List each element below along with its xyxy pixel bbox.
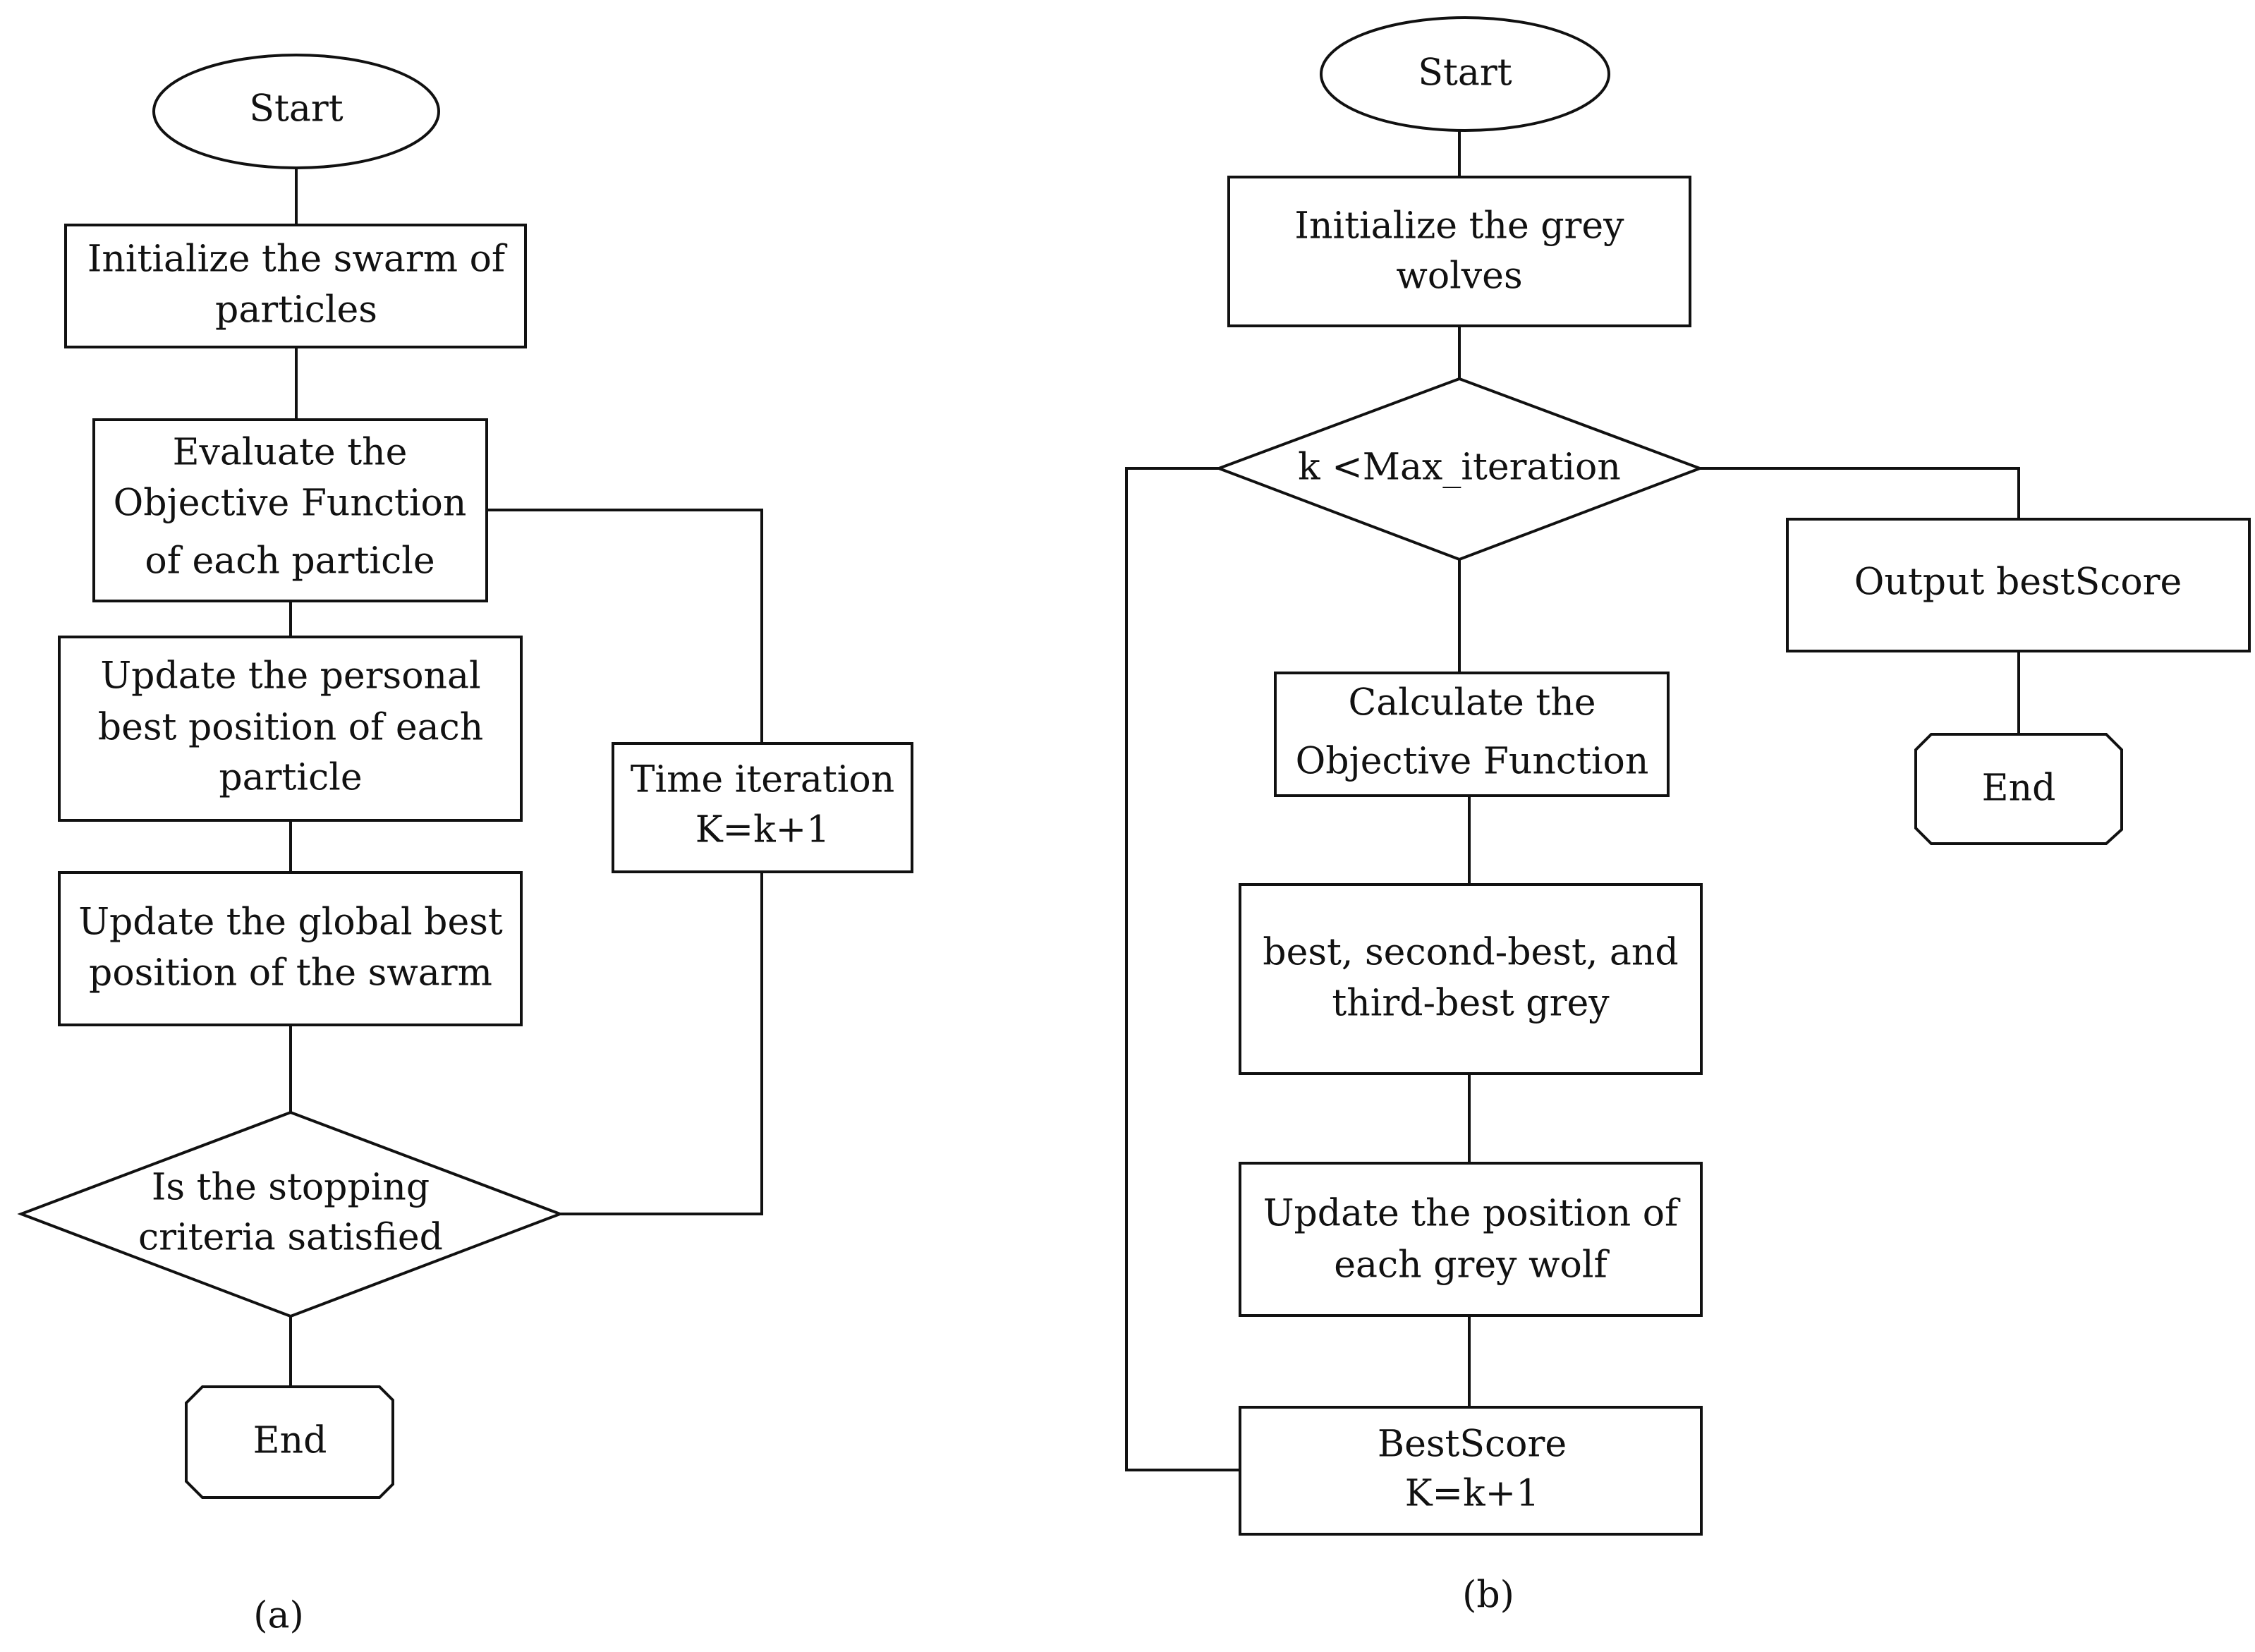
bestscore-line-2: K=k+1 [1405,1473,1540,1515]
update-line-2: each grey wolf [1334,1244,1610,1287]
personal-best-line-3: particle [219,757,362,799]
end-node-a: End [185,1385,394,1499]
decision-a-line-1: Is the stopping [152,1167,430,1209]
evaluate-line-1: Evaluate the [173,432,408,474]
loop-a-decision-to-iteration [560,872,763,1215]
evaluate-objective-box: Evaluate the Objective Function of each … [92,418,488,602]
panel-b: Start Initialize the grey wolves k <Max_… [1125,16,2251,1617]
ranking-line-1: best, second-best, and [1263,932,1678,974]
max-iteration-decision: k <Max_iteration [1215,377,1704,561]
init-wolves-line-2: wolves [1396,255,1522,298]
caption-b: (b) [1462,1574,1514,1617]
start-node-b: Start [1320,16,1610,132]
branch-b-condition-to-output [1700,467,2020,519]
end-node-b: End [1914,733,2123,845]
ranking-line-2: third-best grey [1332,983,1610,1025]
global-best-line-2: position of the swarm [89,952,492,995]
init-wolves-box: Initialize the grey wolves [1227,176,1691,327]
init-swarm-line-2: particles [215,289,377,332]
time-iteration-box: Time iteration K=k+1 [612,742,913,873]
best-wolves-box: best, second-best, and third-best grey [1239,883,1703,1075]
start-label-a: Start [249,88,343,130]
start-node-a: Start [152,54,440,169]
bestscore-box: BestScore K=k+1 [1239,1406,1703,1536]
update-line-1: Update the position of [1263,1193,1681,1235]
init-wolves-line-1: Initialize the grey [1294,205,1624,248]
init-swarm-line-1: Initialize the swarm of [87,238,508,281]
global-best-line-1: Update the global best [78,901,503,944]
end-label-b: End [1982,767,2056,810]
update-position-box: Update the position of each grey wolf [1239,1162,1703,1317]
end-label-a: End [253,1420,327,1462]
time-iteration-line-2: K=k+1 [695,809,830,851]
calculate-line-1: Calculate the [1348,682,1595,724]
output-label: Output bestScore [1854,561,2182,604]
calculate-line-2: Objective Function [1296,741,1649,783]
loop-a-iteration-to-evaluate [487,509,763,743]
global-best-box: Update the global best position of the s… [58,871,523,1026]
stopping-criteria-decision: Is the stopping criteria satisfied [17,1110,564,1318]
personal-best-line-1: Update the personal [100,655,480,698]
calculate-objective-box: Calculate the Objective Function [1274,672,1670,797]
decision-a-line-2: criteria satisfied [138,1217,443,1259]
init-swarm-box: Initialize the swarm of particles [64,224,527,348]
evaluate-line-3: of each particle [145,540,434,583]
caption-a: (a) [253,1595,304,1637]
time-iteration-line-1: Time iteration [631,759,894,801]
evaluate-line-2: Objective Function [114,482,467,525]
panel-a-connectors [289,169,763,1387]
start-label-b: Start [1418,52,1512,95]
loop-b-bestscore-to-condition [1125,467,1240,1471]
bestscore-line-1: BestScore [1378,1423,1567,1466]
personal-best-line-2: best position of each [98,707,483,749]
condition-label: k <Max_iteration [1298,447,1621,489]
panel-a: Start Initialize the swarm of particles … [17,54,913,1637]
output-bestscore-box: Output bestScore [1786,518,2251,652]
panel-b-connectors [1125,130,2020,1471]
personal-best-box: Update the personal best position of eac… [58,636,523,822]
